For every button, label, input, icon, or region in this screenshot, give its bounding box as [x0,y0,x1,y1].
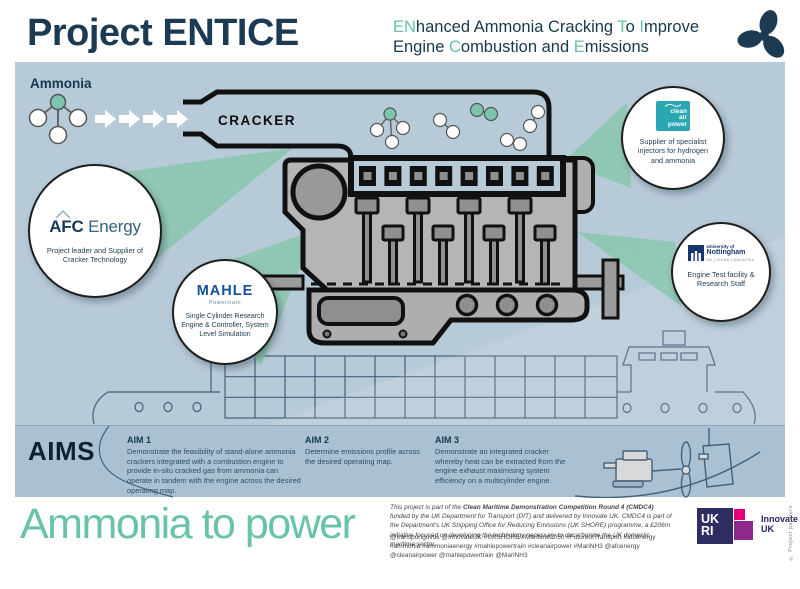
stern-propulsion-drawing [574,428,761,498]
propeller-icon [737,10,785,58]
aims-section: AIMS AIM 1 Demonstrate the feasibility o… [15,425,785,498]
partner-circle-mahle: MAHLE Powertrain Single Cylinder Researc… [172,259,278,365]
mahle-logo: MAHLE [196,283,254,299]
social-handles: @transportgovuk @InnovateUK #UKSHORE #Ma… [390,534,656,560]
project-acronym-subtitle: ENhanced Ammonia Cracking To Improve Eng… [393,17,699,57]
partner-circle-afc-energy: AFC Energy Project leader and Supplier o… [28,164,162,298]
ammonia-molecule [28,93,88,145]
subtitle-line-2: Engine Combustion and Emissions [393,38,649,57]
aim-1: AIM 1 Demonstrate the feasibility of sta… [127,435,301,495]
aim-3: AIM 3 Demonstrate an integrated cracker … [435,435,566,485]
ukri-purple-square [734,521,753,540]
aim-2: AIM 2 Determine emissions profile across… [305,435,421,466]
mahle-description: Single Cylinder Research Engine & Contro… [181,313,269,339]
wave-icon [664,103,682,107]
cargo-ship-outline [92,330,756,425]
illustration-panel: CRACKER [15,62,785,425]
cracker-label: CRACKER [218,113,296,128]
innovate-uk-wordmark: Innovate UK [761,514,799,534]
ammonia-label: Ammonia [30,76,92,91]
subtitle-line-1: ENhanced Ammonia Cracking To Improve [393,18,700,36]
mahle-powertrain-label: Powertrain [208,300,242,306]
tagline: Ammonia to power [20,500,356,548]
aims-band-art [98,426,761,498]
nottingham-logo: University of Nottingham UK | CHINA | MA… [687,244,755,262]
cracker-unit [183,89,552,159]
cracked-gas-molecules [369,102,546,152]
afc-caret-icon [55,210,71,219]
partner-circle-nottingham: University of Nottingham UK | CHINA | MA… [671,222,771,322]
injector-rail [348,155,566,197]
clean-air-power-logo: clean air power [656,101,690,131]
aims-heading: AIMS [28,436,95,466]
uon-description: Engine Test facility & Research Staff [687,269,755,288]
ship-bow-curve [98,426,174,498]
flow-arrow-icons [95,110,188,128]
partner-circle-clean-air-power: clean air power Supplier of specialist i… [621,86,725,190]
ukri-logo: UK RI [697,508,754,546]
innovate-uk-logo: UK RI Innovate UK [697,508,798,546]
castle-icon [687,244,704,261]
cap-description: Supplier of specialist injectors for hyd… [637,137,709,165]
afc-energy-logo: AFC Energy [49,210,141,237]
afc-description: Project leader and Supplier of Cracker T… [46,246,144,265]
ukri-magenta-square [734,509,745,520]
beam-uon-to-engine [577,232,681,306]
page-title: Project ENTICE [27,12,299,54]
funding-statement: This project is part of the Clean Mariti… [390,504,672,548]
copyright-note: © Project partners [788,505,794,561]
engine-illustration [255,155,625,346]
